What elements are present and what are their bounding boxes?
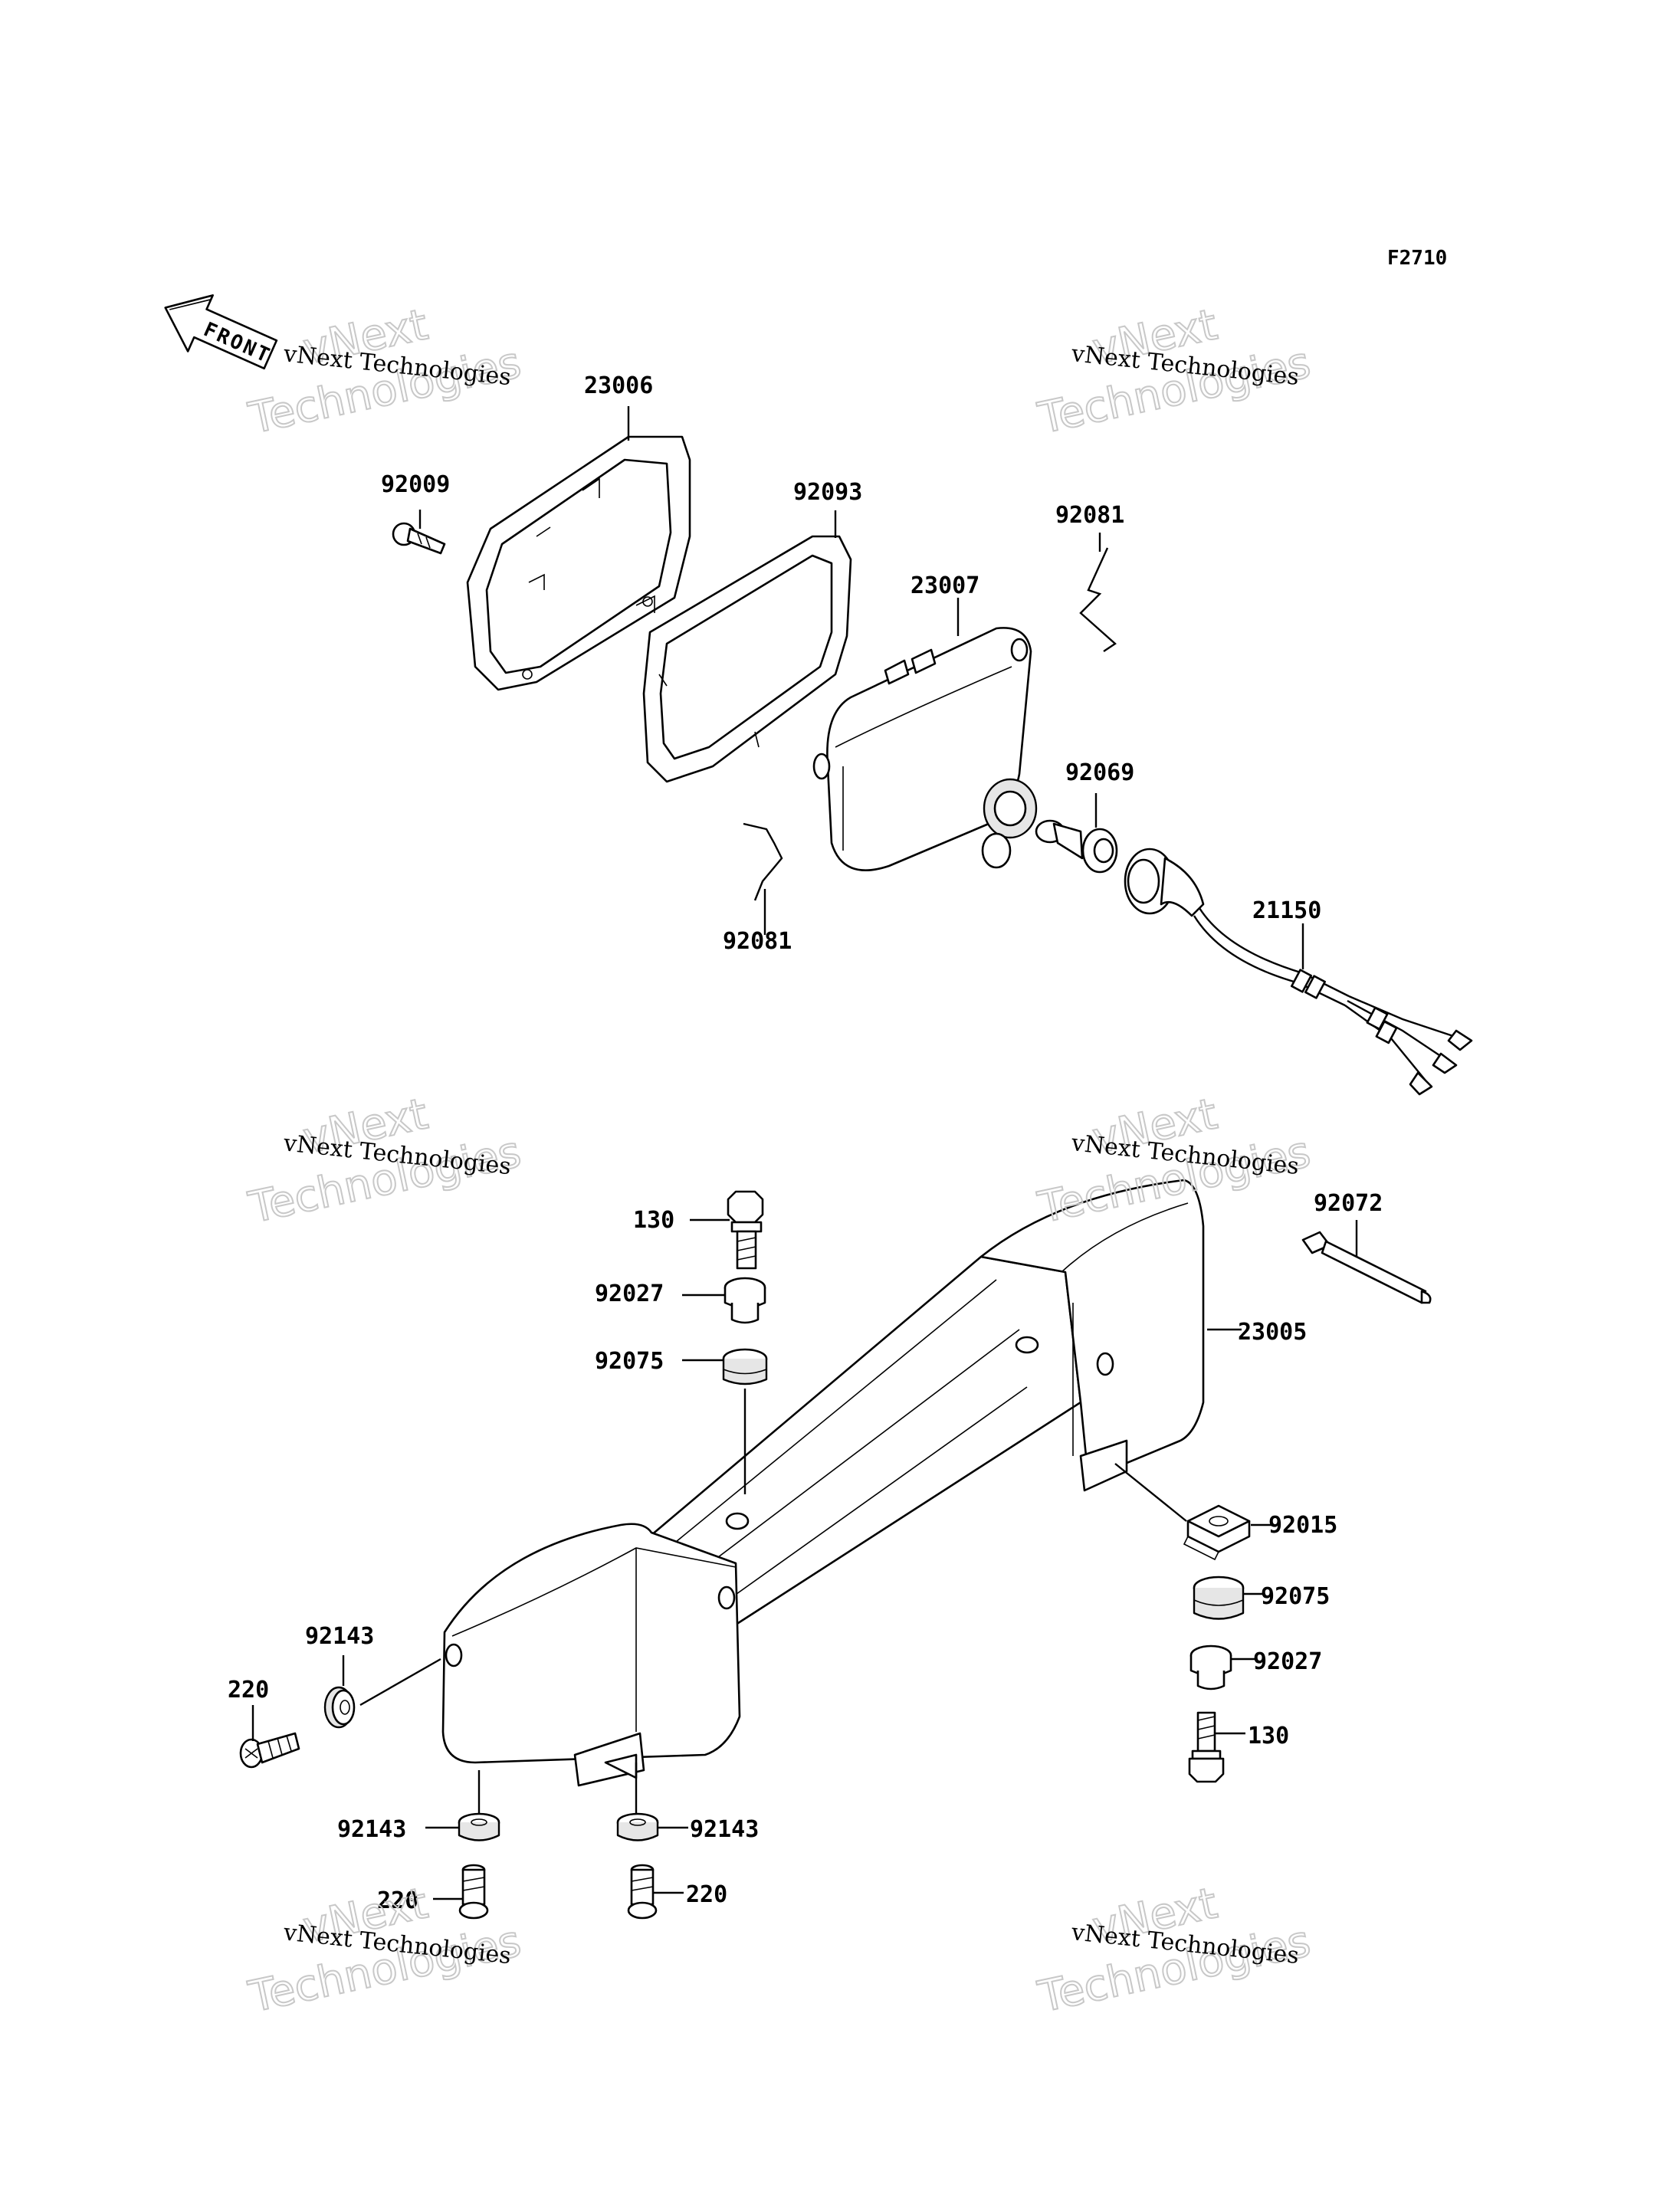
- grommet-92143-bm: [616, 1812, 659, 1841]
- label-92027-right: 92027: [1253, 1648, 1322, 1675]
- cowl-23005: [441, 1179, 1205, 1787]
- headlight-housing-23007: [812, 627, 1038, 872]
- screw-220-left: [239, 1732, 300, 1769]
- watermark-mid-left: vNext Technologies vNext Technologies: [244, 1088, 526, 1234]
- label-220-bm: 220: [686, 1881, 727, 1908]
- label-130-top: 130: [633, 1207, 674, 1234]
- front-arrow-icon: FRONT: [164, 294, 278, 370]
- label-220-left: 220: [228, 1677, 269, 1703]
- screw-220-bm: [627, 1864, 658, 1920]
- label-21150: 21150: [1252, 897, 1321, 924]
- cable-tie-92072: [1301, 1231, 1432, 1304]
- label-92027-top: 92027: [595, 1280, 664, 1307]
- gasket-92093: [642, 535, 852, 783]
- label-23005: 23005: [1238, 1319, 1307, 1346]
- bolt-130-top: [727, 1190, 764, 1270]
- clip-92081-bottom: [743, 822, 783, 901]
- label-92072: 92072: [1314, 1190, 1383, 1217]
- watermark-top-right: vNext Technologies vNext Technologies: [1033, 299, 1315, 444]
- nut-clip-92015: [1183, 1504, 1251, 1561]
- label-92143-left: 92143: [305, 1623, 374, 1650]
- socket-harness-21150: [1124, 848, 1473, 1096]
- grommet-92075-top: [722, 1348, 768, 1385]
- screw-220-bl: [458, 1864, 489, 1920]
- grommet-92143-bl: [458, 1812, 500, 1841]
- label-92009: 92009: [381, 471, 450, 498]
- label-23007: 23007: [911, 572, 979, 599]
- figure-code: F2710: [1387, 247, 1447, 270]
- watermark-bottom-right: vNext Technologies vNext Technologies: [1033, 1877, 1315, 2023]
- label-220-bl: 220: [377, 1887, 418, 1914]
- label-92075-right: 92075: [1261, 1583, 1330, 1610]
- label-92015: 92015: [1268, 1512, 1337, 1539]
- bolt-130-right: [1188, 1711, 1225, 1783]
- grommet-92143-left: [323, 1686, 356, 1729]
- collar-92027-right: [1189, 1644, 1232, 1690]
- grommet-92075-right: [1193, 1576, 1245, 1620]
- label-92075-top: 92075: [595, 1348, 664, 1375]
- label-92143-bl: 92143: [337, 1816, 406, 1843]
- label-23006: 23006: [584, 372, 653, 399]
- bulb-92069: [1035, 819, 1118, 874]
- screw-92009: [392, 522, 446, 555]
- label-92069: 92069: [1065, 759, 1134, 786]
- clip-92081-top: [1079, 547, 1117, 652]
- label-92143-bm: 92143: [690, 1816, 759, 1843]
- collar-92027-top: [724, 1277, 766, 1324]
- watermark-top-left: vNext Technologies vNext Technologies: [244, 299, 526, 444]
- label-130-right: 130: [1248, 1723, 1289, 1749]
- label-92081-bottom: 92081: [723, 928, 792, 955]
- headlight-rim-23006: [466, 435, 691, 691]
- label-92093: 92093: [793, 479, 862, 506]
- label-92081-top: 92081: [1055, 502, 1124, 529]
